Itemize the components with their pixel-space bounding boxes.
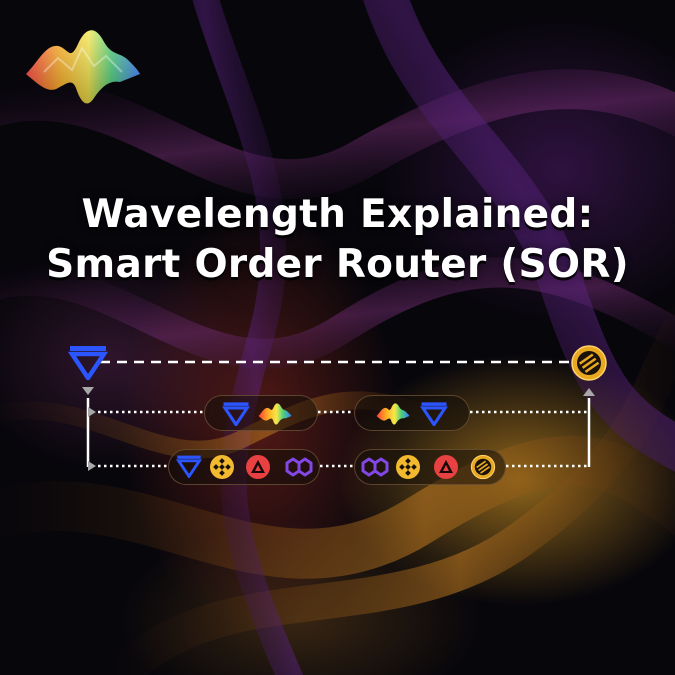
destination-up-arrow-icon	[583, 388, 595, 396]
avalanche-coin-icon	[246, 455, 270, 479]
title-line-2: Smart Order Router (SOR)	[46, 242, 629, 287]
wavelength-logo-icon	[26, 30, 140, 104]
route-2-pool-a	[168, 449, 320, 485]
wavelength-wave-icon	[258, 403, 292, 425]
avalanche-coin-icon	[434, 455, 458, 479]
velas-triangle-icon	[420, 402, 448, 426]
velas-triangle-icon	[222, 402, 250, 426]
route-1-arrow-icon	[88, 407, 96, 417]
gold-coin-token-icon	[470, 454, 496, 480]
wavelength-wave-icon	[376, 403, 410, 425]
source-down-arrow-icon	[82, 387, 94, 395]
route-2-arrow-icon	[88, 461, 96, 471]
route-1-pool-a	[204, 395, 318, 431]
route-1-pool-b	[354, 395, 470, 431]
page-title: Wavelength Explained: Smart Order Router…	[0, 190, 675, 290]
velas-triangle-icon	[68, 346, 108, 380]
bnb-coin-icon	[210, 455, 234, 479]
title-line-1: Wavelength Explained:	[81, 192, 594, 237]
bnb-coin-icon	[396, 455, 420, 479]
polygon-icon	[361, 457, 389, 477]
gold-coin-token-icon	[571, 345, 607, 381]
velas-triangle-icon	[176, 455, 202, 478]
polygon-icon	[285, 457, 313, 477]
